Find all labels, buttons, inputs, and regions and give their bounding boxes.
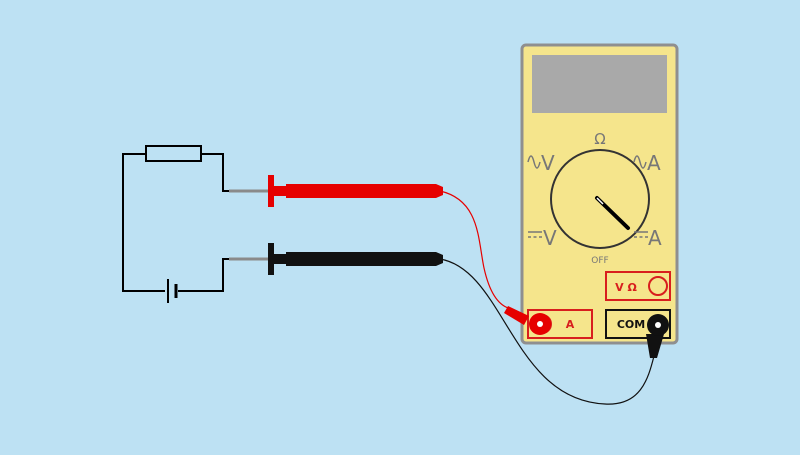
red-probe[interactable] [268, 175, 443, 207]
circuit [122, 145, 229, 303]
dial-label-dc-voltage: V [543, 226, 557, 250]
socket-voltage-ohm-label: V Ω [615, 281, 637, 294]
black-lead-wire [439, 258, 655, 405]
dial-label-ac-voltage: V [541, 151, 555, 175]
cell-symbol [167, 279, 178, 303]
black-plug[interactable] [646, 314, 669, 358]
wire-top-right [201, 153, 229, 192]
circuit-wires [122, 153, 229, 292]
rotary-dial[interactable] [550, 149, 650, 249]
red-lead-wire [439, 190, 513, 310]
multimeter: Ω V A V A OFF V Ω [520, 43, 679, 345]
dc-current-symbol-icon [634, 231, 648, 238]
dial-label-ac-current: A [647, 151, 661, 175]
socket-common-label: COM [617, 318, 645, 331]
wire-bottom-right [178, 258, 229, 292]
socket-amps-label: A [566, 318, 575, 331]
black-probe[interactable] [268, 243, 443, 275]
ac-voltage-wave-icon [527, 155, 541, 169]
wire-top-left [122, 153, 165, 292]
dc-voltage-symbol-icon [528, 231, 542, 238]
dial-label-dc-current: A [648, 226, 662, 250]
meter-display [532, 55, 667, 113]
ac-current-wave-icon [633, 155, 647, 169]
socket-voltage-ohm-hole [648, 276, 668, 296]
red-plug[interactable] [504, 306, 551, 335]
resistor-symbol [145, 145, 202, 162]
socket-voltage-ohm[interactable]: V Ω [605, 271, 671, 301]
dial-label-ohm: Ω [594, 130, 605, 148]
dial-label-off: OFF [591, 256, 608, 266]
